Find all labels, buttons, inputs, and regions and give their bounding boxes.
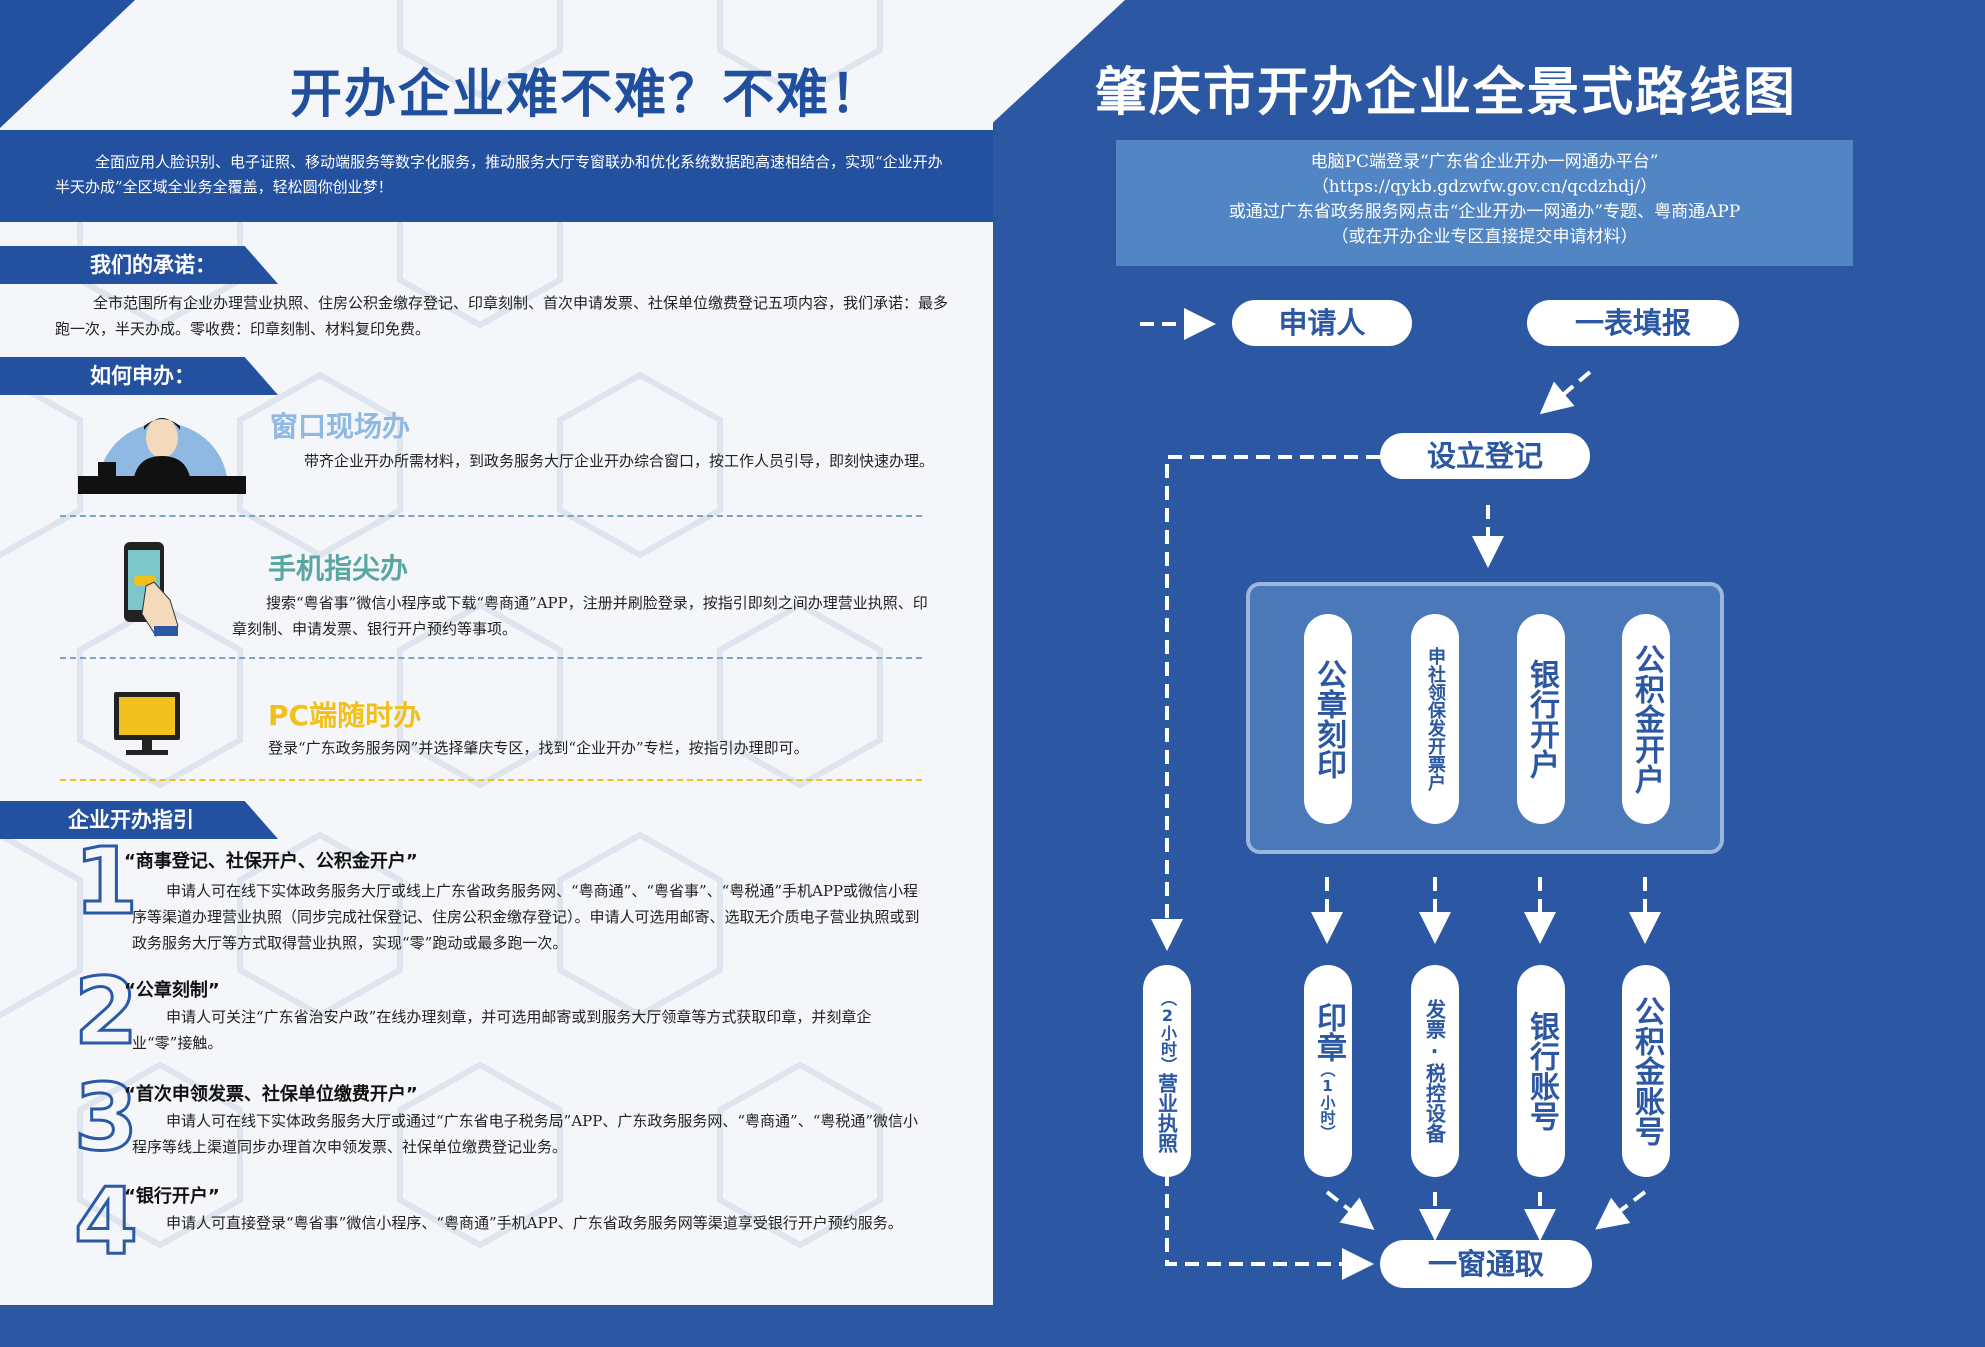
result-seal-note: （1小时） <box>1318 1062 1337 1140</box>
divider <box>60 779 922 781</box>
how-heading: 如何申办： <box>0 357 278 395</box>
method-text-window: 带齐企业开办所需材料，到政务服务大厅企业开办综合窗口，按工作人员引导，即刻快速办… <box>304 452 935 470</box>
intro-band <box>0 130 993 222</box>
divider <box>60 515 922 517</box>
step-text-3: 申请人可在线下实体政务服务大厅或通过“广东省电子税务局”APP、广东政务服务网、… <box>132 1112 919 1156</box>
flow-applicant: 申请人 <box>1232 300 1412 346</box>
step-number-1: 1 <box>72 828 139 935</box>
flow-arrows <box>1140 308 1661 1280</box>
stage-fund: 公积金开户 <box>1622 614 1670 824</box>
step-text-4: 申请人可直接登录“粤省事”微信小程序、“粤商通”手机APP、广东省政务服务网等渠… <box>166 1214 903 1232</box>
result-license-note: （2小时） <box>1158 989 1177 1073</box>
info-line-url: （https://qykb.gdzwfw.gov.cn/qcdzhdj/） <box>1311 177 1658 197</box>
guide-heading: 企业开办指引 <box>0 801 278 839</box>
result-bank: 银行账号 <box>1517 965 1565 1177</box>
result-invoice-label: 发票·税控设备 <box>1422 999 1447 1143</box>
divider-diagonal <box>985 0 1125 130</box>
method-title-window: 窗口现场办 <box>270 410 411 443</box>
route-map-title: 肇庆市开办企业全景式路线图 <box>1095 63 1798 123</box>
stage-bank: 银行开户 <box>1517 614 1565 824</box>
method-title-phone: 手机指尖办 <box>268 552 409 585</box>
info-line: （或在开办企业专区直接提交申请材料） <box>1331 227 1638 247</box>
step-title-3: “首次申领发票、社保单位缴费开户” <box>124 1084 418 1105</box>
stage-seal: 公章刻印 <box>1304 614 1352 824</box>
step-number-3: 3 <box>72 1064 139 1171</box>
corner-accent <box>0 0 135 128</box>
flow-pickup: 一窗通取 <box>1380 1240 1592 1288</box>
phone-tap-icon <box>124 542 179 637</box>
promise-text: 全市范围所有企业办理营业执照、住房公积金缴存登记、印章刻制、首次申请发票、社保单… <box>55 294 949 338</box>
flow-form: 一表填报 <box>1527 300 1739 346</box>
step-title-4: “银行开户” <box>124 1186 220 1207</box>
step-number-4: 4 <box>72 1168 139 1275</box>
result-invoice: 发票·税控设备 <box>1411 965 1459 1177</box>
counter-staff-icon <box>78 418 246 494</box>
step-text-1: 申请人可在线下实体政务服务大厅或线上广东省政务服务网、“粤商通”、“粤省事”、“… <box>132 882 920 952</box>
method-title-pc: PC端随时办 <box>268 699 422 732</box>
step-number-2: 2 <box>72 958 139 1065</box>
step-title-2: “公章刻制” <box>124 980 220 1001</box>
step-text-2: 申请人可关注“广东省治安户政”在线办理刻章，并可选用邮寄或到服务大厅领章等方式获… <box>132 1008 872 1052</box>
divider <box>60 657 922 659</box>
info-line: 或通过广东省政务服务网点击“企业开办一网通办”专题、粤商通APP <box>1228 202 1741 222</box>
stage-invoice-social: 申社领保发开票户 <box>1411 614 1459 824</box>
online-platform-info: 电脑PC端登录“广东省企业开办一网通办平台” （https://qykb.gdz… <box>1116 140 1853 266</box>
method-text-phone: 搜索“粤省事”微信小程序或下载“粤商通”APP，注册并刷脸登录，按指引即刻之间办… <box>232 594 928 638</box>
info-line: 电脑PC端登录“广东省企业开办一网通办平台” <box>1310 152 1659 172</box>
promise-heading: 我们的承诺： <box>0 246 278 284</box>
result-seal-label: 印章 <box>1311 1002 1346 1062</box>
result-license-label: 营业执照 <box>1154 1072 1179 1153</box>
result-seal: 印章（1小时） <box>1304 965 1352 1177</box>
intro-text: 全面应用人脸识别、电子证照、移动端服务等数字化服务，推动服务大厅专窗联办和优化系… <box>55 153 943 196</box>
page-title: 开办企业难不难？不难！ <box>290 65 885 125</box>
result-license: （2小时）营业执照 <box>1143 965 1191 1177</box>
step-title-1: “商事登记、社保开户、公积金开户” <box>124 851 418 872</box>
result-fund: 公积金账号 <box>1622 965 1670 1177</box>
monitor-icon <box>114 692 180 755</box>
method-text-pc: 登录“广东政务服务网”并选择肇庆专区，找到“企业开办”专栏，按指引办理即可。 <box>268 739 809 757</box>
flow-register: 设立登记 <box>1380 433 1590 479</box>
